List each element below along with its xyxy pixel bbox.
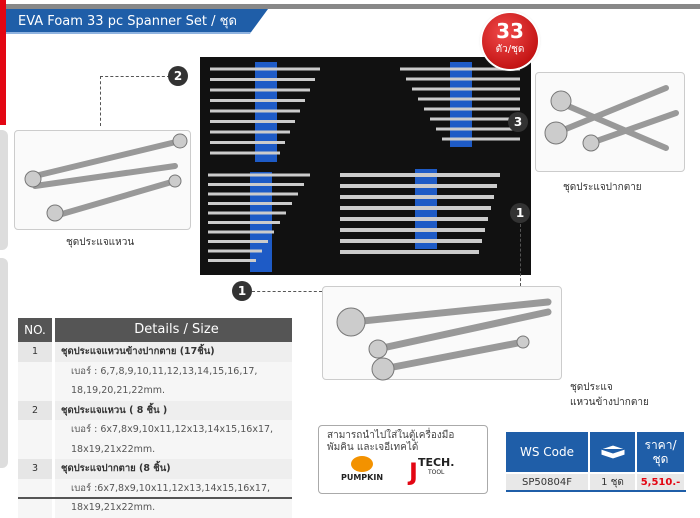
price-header: ราคา/ ชุด bbox=[637, 432, 684, 472]
ring-spanner-photo bbox=[14, 130, 191, 230]
badge-count: 33 bbox=[496, 19, 524, 43]
pumpkin-logo: PUMPKIN bbox=[327, 456, 397, 484]
table-row: 18,19,20,21,22mm. bbox=[18, 381, 292, 401]
row-number bbox=[18, 381, 52, 401]
top-divider bbox=[0, 4, 700, 9]
row-number bbox=[18, 361, 52, 381]
row-sizes: 18,19,20,21,22mm. bbox=[55, 381, 292, 401]
row-sizes: เบอร์ :6x7,8x9,10x11,12x13,14x15,16x17, bbox=[55, 478, 292, 498]
table-header: NO. Details / Size bbox=[18, 318, 292, 342]
open-end-label: ชุดประแจปากตาย bbox=[563, 182, 642, 193]
price: 5,510.- bbox=[637, 474, 684, 490]
leader-line bbox=[100, 76, 170, 77]
compatibility-note: สามารถนำไปใส่ในตู้เครื่องมือพัมคิน และเจ… bbox=[318, 425, 488, 494]
row-number: 1 bbox=[18, 342, 52, 362]
combination-spanner-photo bbox=[322, 286, 562, 381]
table-row: เบอร์ : 6,7,8,9,10,11,12,13,14,15,16,17, bbox=[18, 361, 292, 381]
page-title: EVA Foam 33 pc Spanner Set / ชุดประแจรวม… bbox=[6, 9, 268, 34]
row-number bbox=[18, 439, 52, 459]
open-end-spanner-photo bbox=[535, 72, 685, 172]
leader-line bbox=[520, 224, 521, 286]
row-sizes: เบอร์ : 6,7,8,9,10,11,12,13,14,15,16,17, bbox=[55, 361, 292, 381]
badge-unit: ตัว/ชุด bbox=[495, 44, 525, 55]
piece-count-badge: 33 ตัว/ชุด bbox=[482, 13, 538, 69]
ring-spanner-label: ชุดประแจแหวน bbox=[66, 237, 135, 248]
row-title: ชุดประแจแหวน ( 8 ชิ้น ) bbox=[55, 400, 292, 420]
header-details: Details / Size bbox=[55, 318, 292, 342]
combination-label-2: แหวนข้างปากตาย bbox=[570, 397, 649, 408]
jtech-brand: TECH. bbox=[417, 456, 455, 469]
row-number bbox=[18, 420, 52, 440]
jtech-logo: J TECH.TOOL bbox=[409, 456, 455, 486]
jtech-sub: TOOL bbox=[427, 469, 445, 476]
combination-label-1: ชุดประแจ bbox=[570, 382, 613, 393]
side-tab[interactable] bbox=[0, 258, 8, 468]
row-number: 3 bbox=[18, 459, 52, 479]
foam-strip bbox=[450, 62, 472, 147]
table-row: เบอร์ : 6x7,8x9,10x11,12x13,14x15,16x17, bbox=[18, 420, 292, 440]
row-number: 2 bbox=[18, 400, 52, 420]
callout-3: 3 bbox=[508, 112, 528, 132]
leader-line bbox=[100, 76, 101, 126]
table-bottom-rule bbox=[18, 497, 292, 499]
row-title: ชุดประแจแหวนข้างปากตาย (17ชิ้น) bbox=[55, 342, 292, 362]
pumpkin-icon bbox=[351, 456, 373, 472]
side-tab[interactable] bbox=[0, 130, 8, 250]
header-no: NO. bbox=[18, 318, 52, 342]
note-text: สามารถนำไปใส่ในตู้เครื่องมือพัมคิน และเจ… bbox=[327, 430, 455, 453]
row-sizes: เบอร์ : 6x7,8x9,10x11,12x13,14x15,16x17, bbox=[55, 420, 292, 440]
ws-code: SP50804F bbox=[506, 474, 588, 490]
ws-code-header: WS Code bbox=[506, 432, 588, 472]
leader-line bbox=[252, 291, 322, 292]
callout-1: 1 bbox=[510, 203, 530, 223]
table-row: เบอร์ :6x7,8x9,10x11,12x13,14x15,16x17, bbox=[18, 478, 292, 498]
quantity: 1 ชุด bbox=[590, 474, 635, 490]
table-row: 18x19,21x22mm. bbox=[18, 439, 292, 459]
pumpkin-brand: PUMPKIN bbox=[340, 473, 384, 482]
box-icon bbox=[590, 432, 635, 472]
row-title: ชุดประแจปากตาย (8 ชิ้น) bbox=[55, 459, 292, 479]
row-number bbox=[18, 478, 52, 498]
callout-2: 2 bbox=[168, 66, 188, 86]
callout-1-bottom: 1 bbox=[232, 281, 252, 301]
row-sizes: 18x19,21x22mm. bbox=[55, 439, 292, 459]
product-tray-image bbox=[200, 57, 531, 275]
price-table: WS Code ราคา/ ชุด SP50804F 1 ชุด 5,510.- bbox=[506, 432, 686, 492]
accent-bar bbox=[0, 0, 6, 125]
jtech-j-icon: J bbox=[409, 458, 418, 486]
